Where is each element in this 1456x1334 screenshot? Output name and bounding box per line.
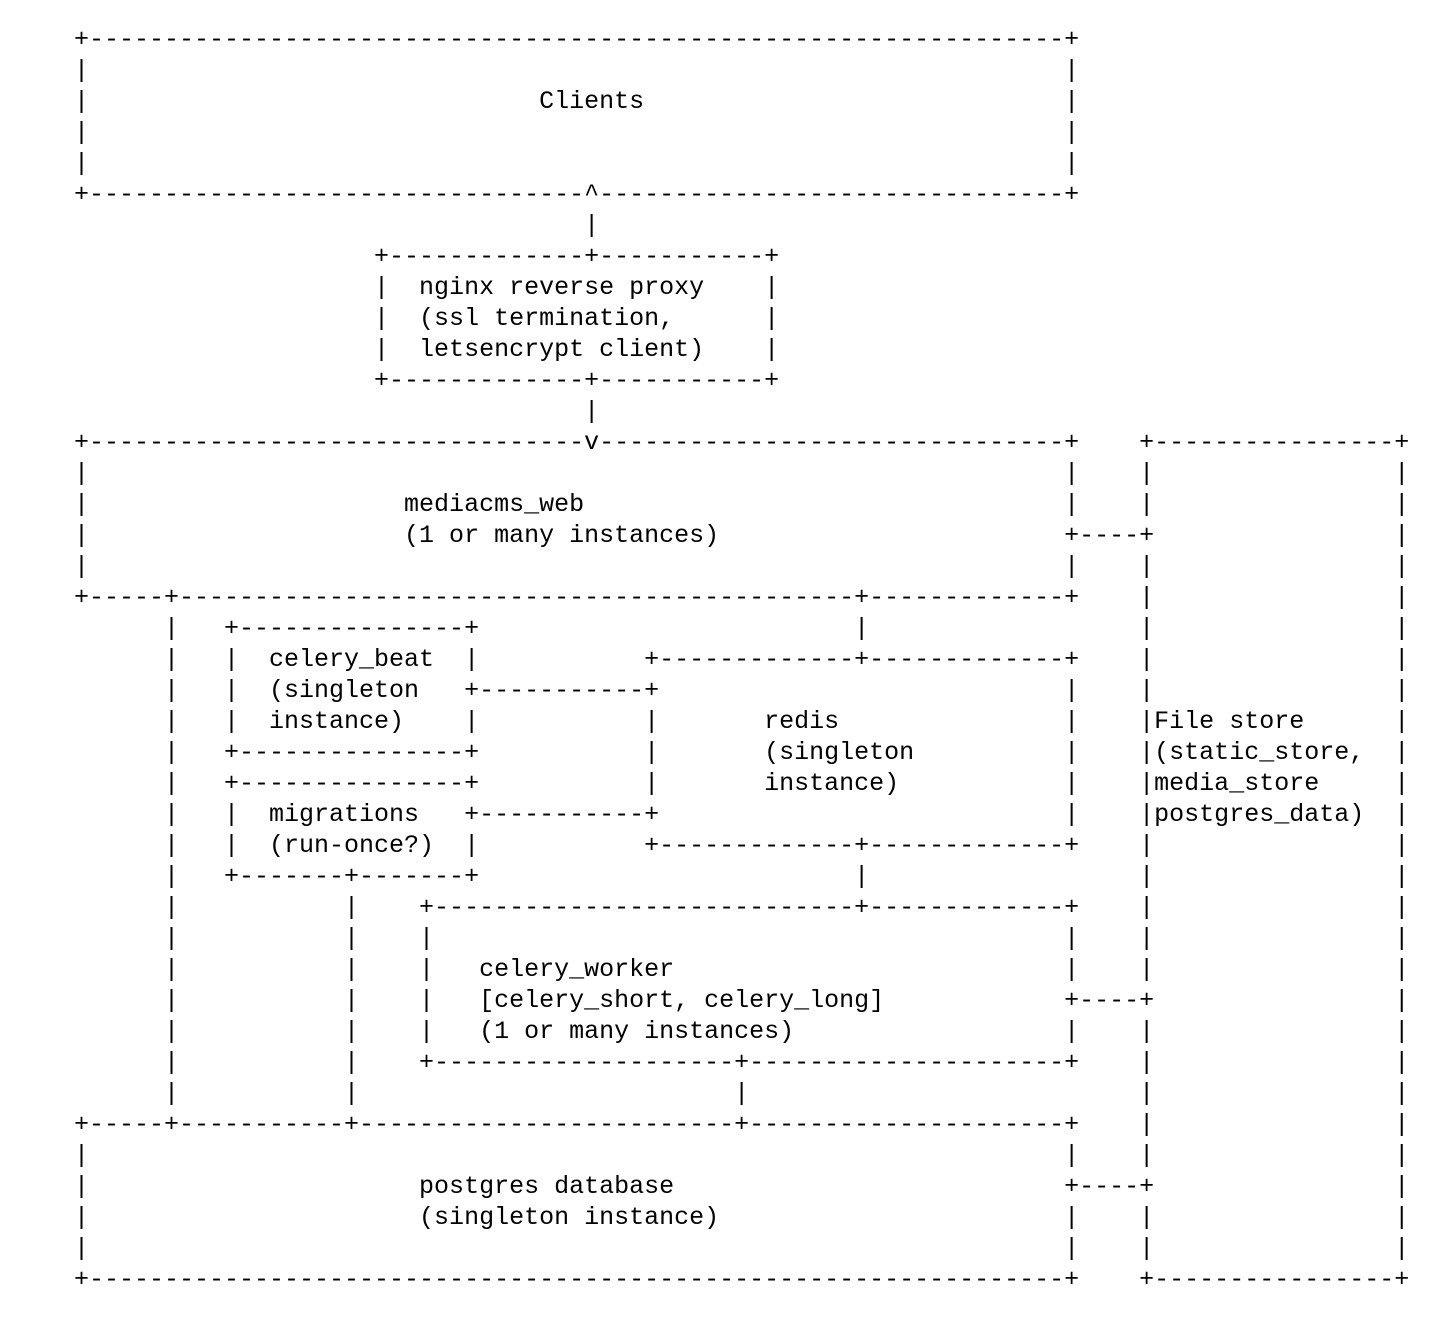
ascii-architecture-diagram: +---------------------------------------… bbox=[74, 25, 1410, 1294]
